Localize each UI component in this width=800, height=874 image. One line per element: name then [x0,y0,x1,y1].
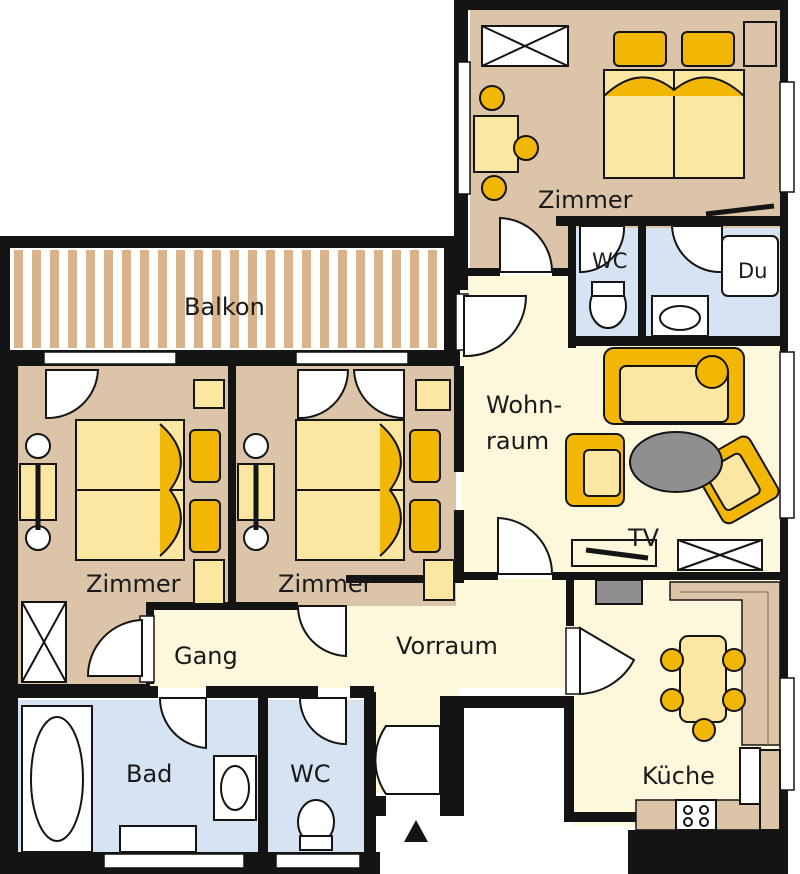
balkon-stripe [302,250,311,348]
balkon-stripe [356,250,365,348]
bathtub [21,705,93,853]
balkon-stripe [320,250,329,348]
chair-top-1 [479,85,505,111]
balkon-stripe [374,250,383,348]
balkon-stripes [8,248,448,348]
balkon-stripe [122,250,131,348]
balkon-stripe [14,250,23,348]
window-top-left [457,61,471,195]
label-zimmer-top: Zimmer [538,186,633,214]
sink-kueche [739,747,761,805]
label-gang: Gang [174,642,238,670]
chair-top-2 [513,135,539,161]
window-right-top [779,81,795,193]
balkon-stripe [266,250,275,348]
balkon-stripe [392,250,401,348]
balkon-stripe [212,250,221,348]
label-bad: Bad [126,760,172,788]
balkon-stripe [176,250,185,348]
door-wohnraum [497,516,554,575]
balkon-stripe [284,250,293,348]
window-right-kueche [779,677,795,791]
window-right-wohn [779,351,795,519]
door-entrance [374,725,441,795]
door-wc [298,697,347,746]
door-zimmer-left [45,369,100,420]
balkon-stripe [248,250,257,348]
label-wohnraum-1: Wohn- [486,391,562,419]
window-balkon-left [43,351,177,365]
door-zimmer-top [499,216,554,273]
door-kueche [579,626,636,696]
label-balkon: Balkon [184,293,265,321]
door-wc-top [579,225,626,274]
label-vorraum: Vorraum [396,632,498,660]
entrance-arrow-icon [404,820,428,842]
balkon-stripe [68,250,77,348]
balkon-stripe [86,250,95,348]
dining-table [679,635,727,723]
door-zimmer-middle-a [297,369,350,420]
door-gang [86,618,143,677]
balkon-stripe [50,250,59,348]
doors [45,216,723,795]
chair-top-3 [481,175,507,201]
door-zimmer-middle-bottom [296,605,347,658]
window-balkon-right [295,351,409,365]
balkon-stripe [104,250,113,348]
door-hall [463,295,528,358]
label-kueche: Küche [642,762,715,790]
label-wc-bottom: WC [290,760,331,788]
label-zimmer-left: Zimmer [86,570,181,598]
balkon-stripe [230,250,239,348]
label-wc-top: WC [592,249,627,273]
balkon-stripe [140,250,149,348]
balkon-stripe [158,250,167,348]
window-bottom-bad [103,853,245,869]
door-bad [158,697,207,750]
window-kueche-door [565,627,581,695]
coffee-table [629,431,723,493]
balkon-stripe [410,250,419,348]
balkon-stripe [338,250,347,348]
balkon-stripe [32,250,41,348]
door-zimmer-middle-b [352,369,405,420]
desk-top [473,115,519,173]
label-dusche: Du [738,259,767,283]
room-labels: Zimmer Balkon WC Du Wohn- raum TV Zimmer… [86,186,767,790]
label-wohnraum-2: raum [486,427,549,455]
stove [675,799,717,831]
shower [721,235,779,297]
label-zimmer-middle: Zimmer [278,570,373,598]
wardrobe-left-top [193,379,225,409]
window-bottom-wc [275,853,361,869]
balkon-stripe [194,250,203,348]
label-tv: TV [627,524,660,552]
furniture [19,21,781,853]
floor-gang [150,608,240,688]
balkon-stripe [428,250,437,348]
